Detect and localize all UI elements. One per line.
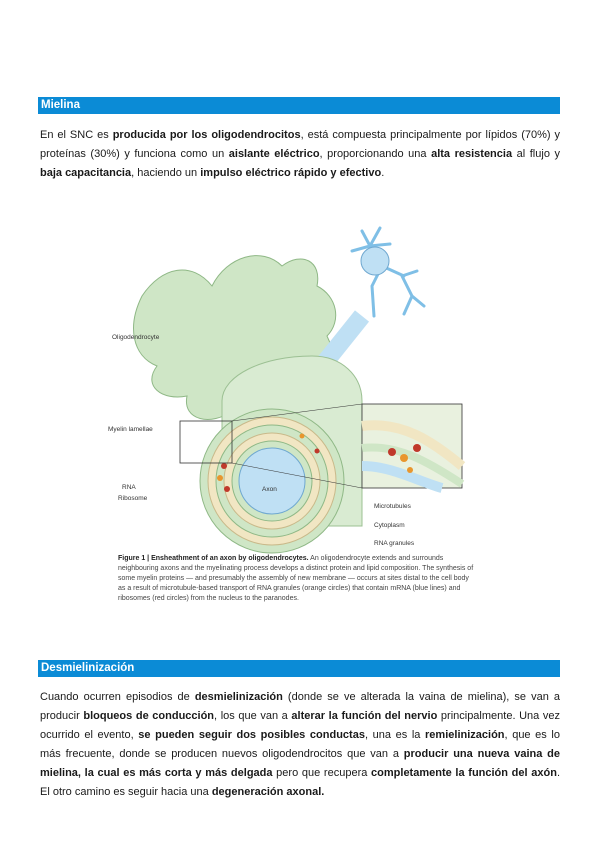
text-run: En el SNC es [40, 129, 113, 141]
axon-core [238, 447, 306, 515]
text-run: . [381, 167, 385, 179]
text-run: se pueden seguir dos posibles conductas [138, 729, 365, 741]
caption-body: An oligodendrocyte extends and surrounds… [118, 555, 474, 602]
label-ribosome: Ribosome [118, 495, 148, 502]
text-run: remielinización [425, 729, 505, 741]
text-run: completamente la función del axón [371, 767, 557, 779]
text-run: desmielinización [194, 691, 283, 703]
label-rna-granules: RNA granules [374, 540, 415, 547]
text-run: impulso eléctrico rápido y efectivo [200, 167, 382, 179]
caption-title: Figure 1 | Ensheathment of an axon by ol… [118, 555, 309, 562]
label-axon: Axon [262, 486, 277, 493]
text-run: aislante eléctrico [228, 148, 320, 160]
label-cytoplasm: Cytoplasm [374, 522, 405, 529]
text-run: pero que recupera [272, 767, 372, 779]
oligodendrocyte-figure: Oligodendrocyte Myelin lamellae RNA Ribo… [108, 226, 484, 621]
magnified-inset [361, 403, 466, 493]
axon-ensheathment-illustration [133, 226, 466, 554]
text-run: , que es lo más frecuente, donde se prod… [40, 729, 560, 760]
text-run: , los que van a [214, 710, 292, 722]
text-run: alterar la función del nervio [291, 710, 438, 722]
text-run: Cuando ocurren episodios de [40, 691, 195, 703]
text-run: (donde se ve alterada la vaina de mielin… [40, 691, 560, 722]
neuron-dendrites [350, 226, 426, 318]
text-run: . El otro camino es seguir hacia una [40, 767, 561, 798]
text-run: , haciendo un [131, 167, 201, 179]
text-run: bloqueos de conducción [83, 710, 215, 722]
text-run: degeneración axonal. [211, 786, 325, 798]
paragraph-desmielinizacion: Cuando ocurren episodios de desmieliniza… [40, 688, 560, 802]
label-microtubules: Microtubules [374, 503, 411, 510]
zoom-selection-box [179, 420, 233, 464]
section-header-desmielinizacion: Desmielinización [38, 660, 560, 677]
text-run: al flujo y [512, 148, 560, 160]
text-run: principalmente. Una vez ocurrido el even… [40, 710, 561, 741]
figure-caption: Figure 1 | Ensheathment of an axon by ol… [118, 554, 478, 604]
paragraph-mielina: En el SNC es producida por los oligodend… [40, 126, 560, 183]
label-myelin-lamellae: Myelin lamellae [108, 426, 153, 433]
text-run: producir una nueva vaina de mielina, la … [40, 748, 560, 779]
text-run: , proporcionando una [319, 148, 432, 160]
label-oligodendrocyte: Oligodendrocyte [112, 334, 160, 341]
text-run: , está compuesta principalmente por lípi… [40, 129, 560, 160]
section-header-mielina: Mielina [38, 97, 560, 114]
label-rna: RNA [122, 484, 136, 491]
text-run: , una es la [364, 729, 426, 741]
text-run: baja capacitancia [40, 167, 132, 179]
text-run: producida por los oligodendrocitos [112, 129, 301, 141]
myelin-sheath-cylinder [199, 355, 363, 554]
text-run: alta resistencia [431, 148, 513, 160]
